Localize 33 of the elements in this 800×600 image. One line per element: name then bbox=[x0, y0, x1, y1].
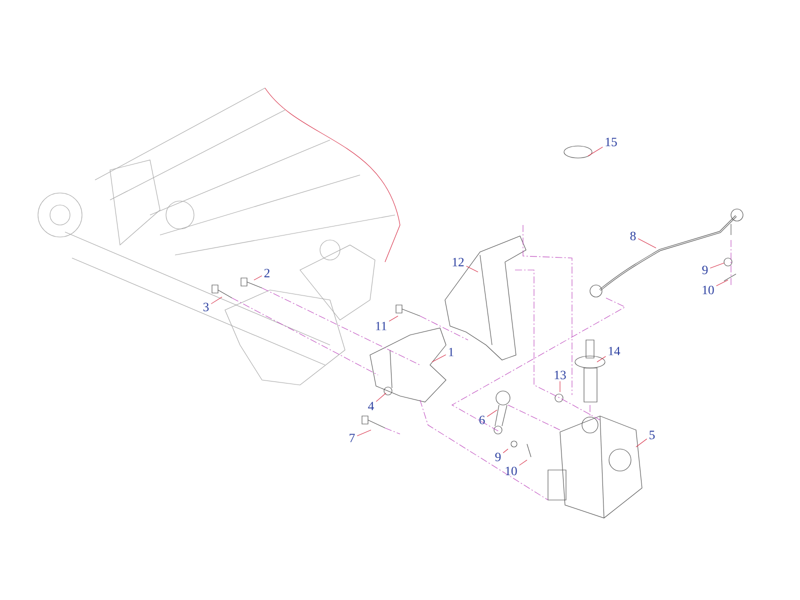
leader-line bbox=[254, 276, 262, 280]
leader-line bbox=[388, 316, 398, 322]
callout-number: 6 bbox=[479, 416, 485, 424]
callout-number: 10 bbox=[506, 466, 517, 476]
leader-line bbox=[588, 146, 603, 156]
leader-line bbox=[356, 430, 372, 436]
leader-line bbox=[519, 460, 528, 466]
callout-number: 7 bbox=[350, 434, 355, 442]
callout-number: 2 bbox=[264, 268, 270, 278]
leader-line bbox=[502, 448, 508, 454]
leader-line bbox=[486, 410, 498, 417]
leader-line bbox=[638, 238, 656, 248]
callout-number: 9 bbox=[702, 266, 708, 274]
leader-line bbox=[636, 438, 648, 448]
leader-line bbox=[596, 356, 606, 362]
callout-number: 12 bbox=[452, 258, 464, 266]
callout-number: 8 bbox=[630, 232, 636, 240]
callout-number: 9 bbox=[495, 452, 501, 462]
leader-line bbox=[432, 354, 446, 362]
callout-number: 4 bbox=[368, 402, 374, 410]
leader-line bbox=[716, 280, 728, 286]
callout-number: 3 bbox=[203, 302, 209, 312]
leader-line bbox=[376, 392, 386, 402]
callout-number: 14 bbox=[608, 346, 620, 356]
leader-line bbox=[710, 262, 724, 268]
callout-number: 1 bbox=[448, 348, 454, 356]
callout-number: 13 bbox=[554, 370, 566, 380]
callout-number: 5 bbox=[650, 430, 655, 440]
callout-number: 11 bbox=[376, 322, 386, 330]
callout-number: 15 bbox=[606, 138, 617, 146]
callout-number: 10 bbox=[702, 286, 714, 294]
leader-line bbox=[210, 296, 222, 304]
leader-line bbox=[466, 266, 478, 272]
